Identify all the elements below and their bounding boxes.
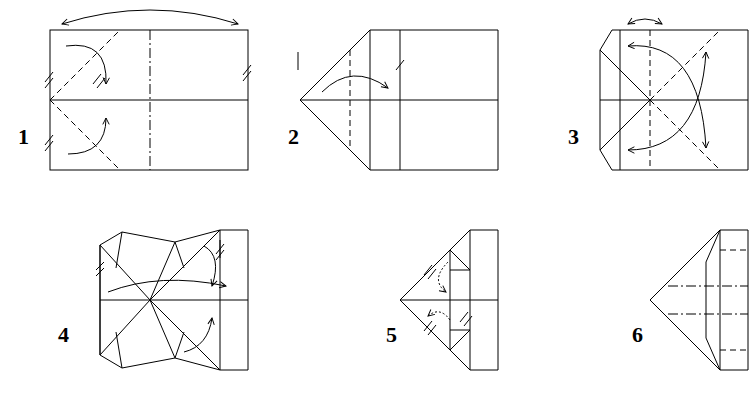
step-2-figure	[298, 30, 498, 170]
step-4-figure	[96, 230, 248, 370]
step-number: 2	[288, 126, 299, 148]
step-number: 6	[632, 324, 643, 346]
step-5-figure	[400, 230, 498, 370]
step-number: 1	[18, 126, 29, 148]
step-number: 4	[58, 324, 69, 346]
step-1-figure	[45, 10, 251, 170]
step-number: 5	[386, 324, 397, 346]
step-3-figure	[600, 19, 748, 170]
step-6-figure	[650, 230, 748, 370]
step-number: 3	[568, 126, 579, 148]
